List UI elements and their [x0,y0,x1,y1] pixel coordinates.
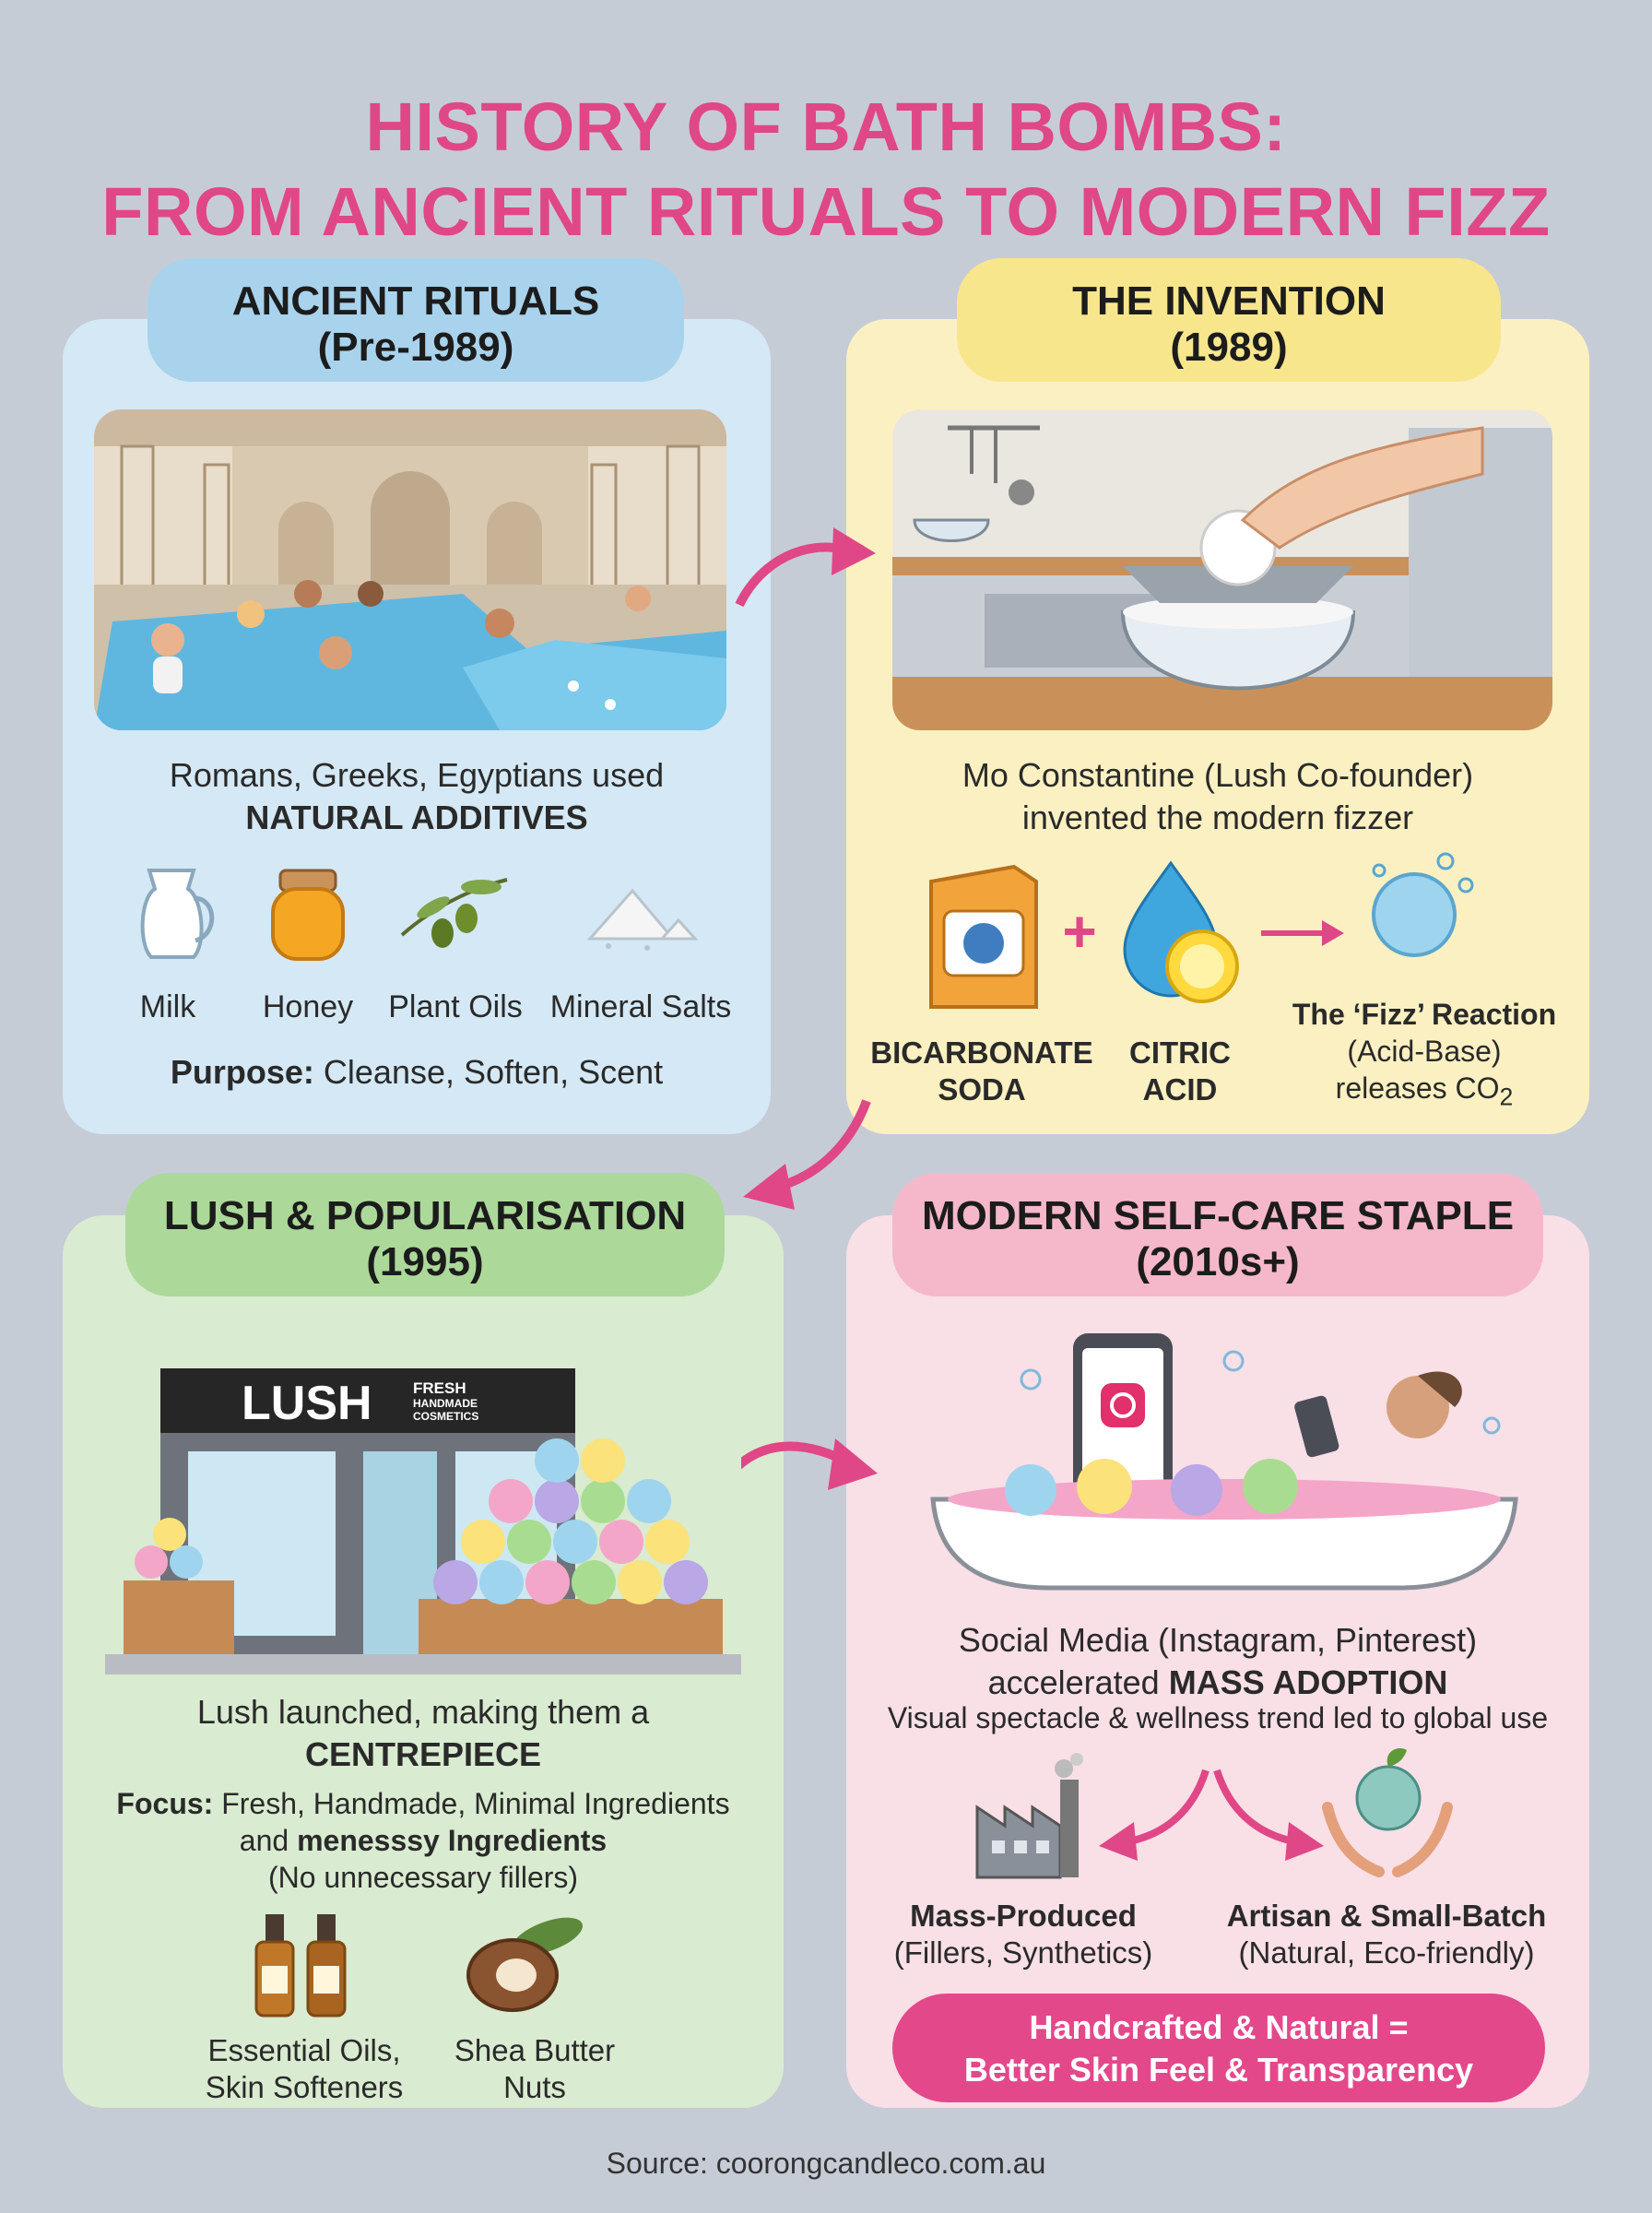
focus-text: and [239,1824,289,1857]
shea-butter-nuts-icon [461,1909,590,2019]
focus-line: Focus: Fresh, Handmade, Minimal Ingredie… [63,1785,784,1822]
plus-sign: + [1062,898,1097,964]
page-title: HISTORY OF BATH BOMBS: FROM ANCIENT RITU… [0,85,1652,254]
essential-oil-bottles-icon [251,1909,361,2019]
ancient-description: Romans, Greeks, Egyptians used NATURAL A… [63,754,771,839]
hands-holding-bath-bomb-icon [1318,1743,1457,1881]
olive-branch-icon [396,870,511,953]
factory-icon [968,1752,1088,1881]
sign-text: COSMETICS [413,1410,479,1423]
reaction-co2: releases CO [1335,1071,1500,1105]
title-line-1: HISTORY OF BATH BOMBS: [365,89,1287,165]
item-text: Essential Oils, [207,2033,401,2067]
heading-text: LUSH & POPULARISATION [163,1193,687,1238]
reaction-title: The ‘Fizz’ Reaction [1292,998,1557,1031]
item-label-plant-oils: Plant Oils [388,989,523,1024]
modern-trend-text: Visual spectacle & wellness trend led to… [887,1701,1549,1734]
modern-text-line: accelerated MASS ADOPTION [846,1662,1589,1704]
milk-jug-icon [129,861,221,963]
ingredient-text: ACID [1142,1072,1218,1106]
item-text: Shea Butter [454,2033,616,2067]
arrow-right-icon [1257,915,1346,952]
item-label-milk: Milk [139,989,196,1024]
lush-description: Lush launched, making them a CENTREPIECE [63,1691,784,1776]
ingredient-text: BICARBONATE [870,1035,1093,1070]
mass-adoption-label: MASS ADOPTION [1168,1663,1448,1701]
ingredient-text: SODA [938,1072,1026,1106]
branch-arrows-icon [1092,1765,1331,1866]
heading-lush-popularisation: LUSH & POPULARISATION (1995) [125,1173,725,1296]
ingredient-bicarbonate-soda: BICARBONATE SODA [857,1035,1106,1108]
modern-text: accelerated [987,1663,1160,1701]
period-text: (1995) [366,1239,484,1284]
banner-text: Better Skin Feel & Transparency [963,2051,1474,2089]
focus-label: Focus: [116,1787,214,1820]
item-label-mineral-salts: Mineral Salts [549,989,732,1024]
period-text: (2010s+) [1136,1239,1300,1284]
branch-artisan: Artisan & Small-Batch (Natural, Eco-frie… [1202,1898,1571,1971]
bath-selfie-illustration [920,1324,1528,1601]
purpose-text: Cleanse, Soften, Scent [323,1053,664,1091]
source-credit: Source: coorongcandleco.com.au [606,2147,1046,2180]
modern-text-line: Social Media (Instagram, Pinterest) [958,1621,1478,1659]
ancient-text-line: Romans, Greeks, Egyptians used [169,756,665,794]
item-shea-butter: Shea Butter Nuts [433,2032,636,2106]
lush-shop-illustration [105,1341,741,1675]
natural-additives-label: NATURAL ADDITIVES [245,799,588,836]
fizz-reaction-label: The ‘Fizz’ Reaction (Acid-Base) releases… [1272,996,1576,1115]
roman-bath-illustration [94,409,726,730]
centrepiece-label: CENTREPIECE [304,1735,542,1773]
lush-text-line: Lush launched, making them a [196,1693,650,1731]
conclusion-banner: Handcrafted & Natural = Better Skin Feel… [892,1994,1545,2102]
branch-sub: (Natural, Eco-friendly) [1238,1935,1535,1970]
period-text: (Pre-1989) [317,325,514,370]
lush-focus: Focus: Fresh, Handmade, Minimal Ingredie… [63,1785,784,1896]
invention-text-line: Mo Constantine (Lush Co-founder) [962,756,1474,794]
heading-the-invention: THE INVENTION (1989) [957,258,1501,382]
bath-bomb-fizz-icon [1361,848,1481,959]
invention-text-line: invented the modern fizzer [1021,799,1414,836]
title-line-2: FROM ANCIENT RITUALS TO MODERN FIZZ [101,173,1551,250]
focus-line: (No unnecessary fillers) [267,1861,579,1894]
heading-modern-self-care: MODERN SELF-CARE STAPLE (2010s+) [892,1173,1543,1296]
lush-sign-tagline: FRESH HANDMADE COSMETICS [413,1379,524,1423]
heading-text: MODERN SELF-CARE STAPLE [921,1193,1515,1238]
branch-sub: (Fillers, Synthetics) [893,1935,1153,1970]
modern-description: Social Media (Instagram, Pinterest) acce… [846,1619,1589,1704]
item-essential-oils: Essential Oils, Skin Softeners [175,2032,433,2106]
arrow-invention-to-lush [738,1095,876,1215]
heading-ancient-rituals: ANCIENT RITUALS (Pre-1989) [148,258,684,382]
kitchen-illustration [892,409,1552,730]
sign-text: HANDMADE [413,1397,478,1410]
focus-line: and menesssy Ingredients [63,1822,784,1859]
arrow-ancient-to-invention [734,522,881,614]
heading-text: ANCIENT RITUALS [231,278,600,324]
branch-mass-produced: Mass-Produced (Fillers, Synthetics) [867,1898,1180,1971]
ingredient-citric-acid: CITRIC ACID [1106,1035,1254,1108]
reaction-subscript: 2 [1499,1083,1514,1111]
purpose-label: Purpose: [170,1053,314,1091]
baking-soda-box-icon [922,863,1042,1011]
item-text: Nuts [503,2070,566,2104]
sign-text: FRESH [413,1379,466,1397]
ancient-purpose: Purpose: Cleanse, Soften, Scent [63,1051,771,1094]
banner-text: Handcrafted & Natural = [1029,2008,1409,2046]
citric-acid-icon [1117,858,1243,1005]
invention-description: Mo Constantine (Lush Co-founder) invente… [846,754,1589,839]
honey-jar-icon [262,867,354,963]
item-label-honey: Honey [262,989,354,1024]
branch-title: Artisan & Small-Batch [1226,1899,1547,1933]
heading-text: THE INVENTION [1072,278,1386,324]
focus-bold: menesssy Ingredients [297,1824,608,1857]
item-text: Skin Softeners [205,2070,404,2104]
lush-sign-brand: LUSH [242,1377,372,1430]
ingredient-text: CITRIC [1129,1035,1231,1070]
focus-text: Fresh, Handmade, Minimal Ingredients [221,1787,730,1820]
mineral-salts-icon [581,878,701,952]
reaction-text: (Acid-Base) [1347,1035,1502,1068]
arrow-lush-to-modern [719,1426,881,1527]
reaction-text: releases CO2 [1272,1070,1576,1115]
period-text: (1989) [1170,325,1288,370]
branch-title: Mass-Produced [910,1899,1137,1933]
